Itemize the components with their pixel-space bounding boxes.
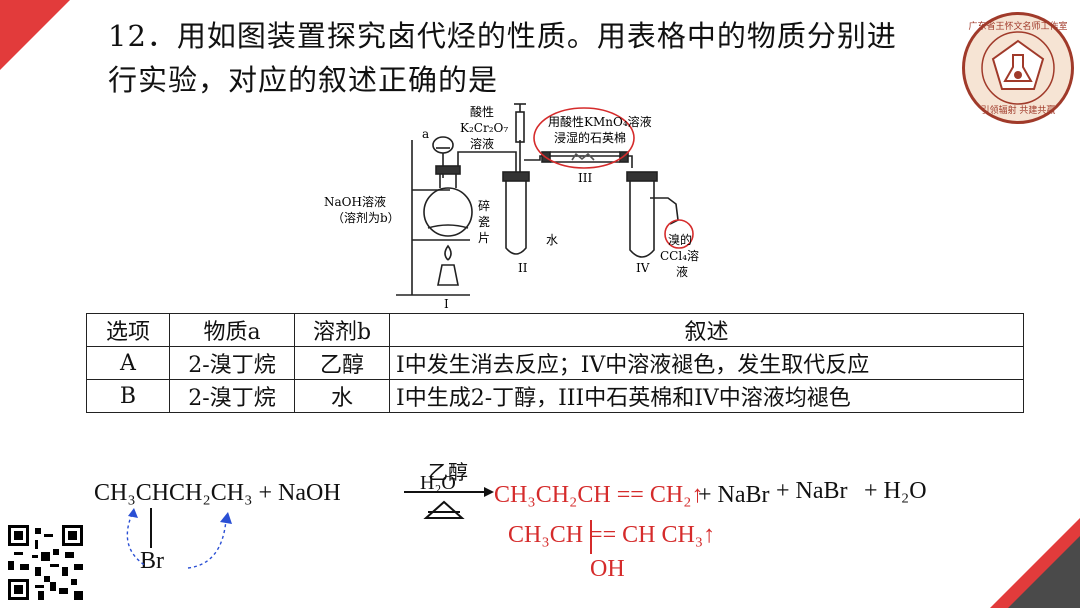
seal-bottom-text: 引领辐射 共建共赢	[981, 104, 1056, 116]
water-product: + H₂O	[864, 478, 927, 504]
header-option: 选项	[86, 313, 170, 347]
label-naoh-1: NaOH溶液	[324, 194, 386, 209]
label-k2cr2o7-2: K₂Cr₂O₇	[460, 121, 508, 135]
table-header-row: 选项 物质a 溶剂b 叙述	[86, 313, 1024, 347]
question-text: 12．用如图装置探究卤代烃的性质。用表格中的物质分别进 行实验，对应的叙述正确的…	[108, 14, 948, 102]
label-kmno4-2: 浸湿的石英棉	[554, 130, 626, 145]
bromine-substituent: Br	[140, 548, 164, 574]
product-butene-1: CH₃CH₂CH == CH₂↑	[494, 482, 704, 508]
options-table: 选项 物质a 溶剂b 叙述 A 2-溴丁烷 乙醇 I中发生消去反应；IV中溶液褪…	[86, 313, 1024, 413]
label-k2cr2o7-1: 酸性	[470, 104, 494, 119]
label-water: 水	[546, 233, 558, 247]
label-chips-3: 片	[478, 231, 490, 245]
label-device-3: III	[578, 171, 592, 185]
apparatus-diagram: a NaOH溶液 （溶剂为b） 碎 瓷 片 酸性 K₂Cr₂O₇ 溶液 用酸性K…	[324, 103, 699, 311]
hydroxyl-group: OH	[590, 556, 625, 582]
br-bond	[150, 508, 152, 548]
table-row: A 2-溴丁烷 乙醇 I中发生消去反应；IV中溶液褪色，发生取代反应	[86, 346, 1024, 380]
row-b-solvent: 水	[294, 379, 390, 413]
question-line-2: 行实验，对应的叙述正确的是	[108, 63, 499, 97]
label-naoh-2: （溶剂为b）	[332, 210, 400, 225]
header-solvent-b: 溶剂b	[294, 313, 390, 347]
header-substance-a: 物质a	[169, 313, 295, 347]
studio-seal-logo: 广东省王怀文名师工作室 引领辐射 共建共赢	[962, 12, 1074, 124]
product-butene-2: CH₃CH == CH CH₃↑	[508, 522, 716, 548]
oh-bond	[590, 520, 592, 554]
label-bromine-1: 溴的	[668, 232, 692, 247]
corner-decoration-top-left-dark	[0, 0, 58, 58]
reaction-arrow	[404, 487, 494, 519]
label-k2cr2o7-3: 溶液	[470, 136, 494, 151]
label-chips-2: 瓷	[478, 215, 490, 229]
electron-arrows	[126, 508, 232, 569]
label-device-2: II	[518, 261, 528, 275]
corner-decoration-top-left	[0, 0, 70, 70]
row-a-solvent: 乙醇	[294, 346, 390, 380]
table-row: B 2-溴丁烷 水 I中生成2-丁醇，III中石英棉和IV中溶液均褪色	[86, 379, 1024, 413]
equation-reactants: CH₃CHCH₂CH₃ + NaOH	[94, 480, 341, 506]
condition-ethanol: 乙醇	[428, 462, 468, 484]
condition-water: H₂O	[420, 472, 456, 494]
qr-code	[8, 525, 83, 600]
label-kmno4-1: 用酸性KMnO₄溶液	[548, 114, 652, 129]
question-line-1: 12．用如图装置探究卤代烃的性质。用表格中的物质分别进	[108, 19, 897, 53]
label-chips-1: 碎	[478, 198, 490, 213]
label-bromine-2: CCl₄溶	[660, 248, 699, 263]
label-bromine-3: 液	[676, 264, 688, 279]
seal-top-text: 广东省王怀文名师工作室	[968, 20, 1067, 32]
seal-graphic: 广东省王怀文名师工作室 引领辐射 共建共赢	[968, 20, 1067, 116]
header-description: 叙述	[389, 313, 1024, 347]
label-device-1: I	[444, 297, 449, 311]
label-device-4: IV	[636, 261, 650, 275]
row-a-option: A	[86, 346, 170, 380]
row-b-substance: 2-溴丁烷	[169, 379, 295, 413]
label-a: a	[422, 127, 429, 141]
row-b-description: I中生成2-丁醇，III中石英棉和IV中溶液均褪色	[389, 379, 1024, 413]
nabr-2: + NaBr	[776, 478, 848, 504]
row-b-option: B	[86, 379, 170, 413]
corner-decoration-bottom-right-dark	[1008, 536, 1080, 608]
row-a-description: I中发生消去反应；IV中溶液褪色，发生取代反应	[389, 346, 1024, 380]
nabr-1: + NaBr	[698, 482, 770, 508]
row-a-substance: 2-溴丁烷	[169, 346, 295, 380]
